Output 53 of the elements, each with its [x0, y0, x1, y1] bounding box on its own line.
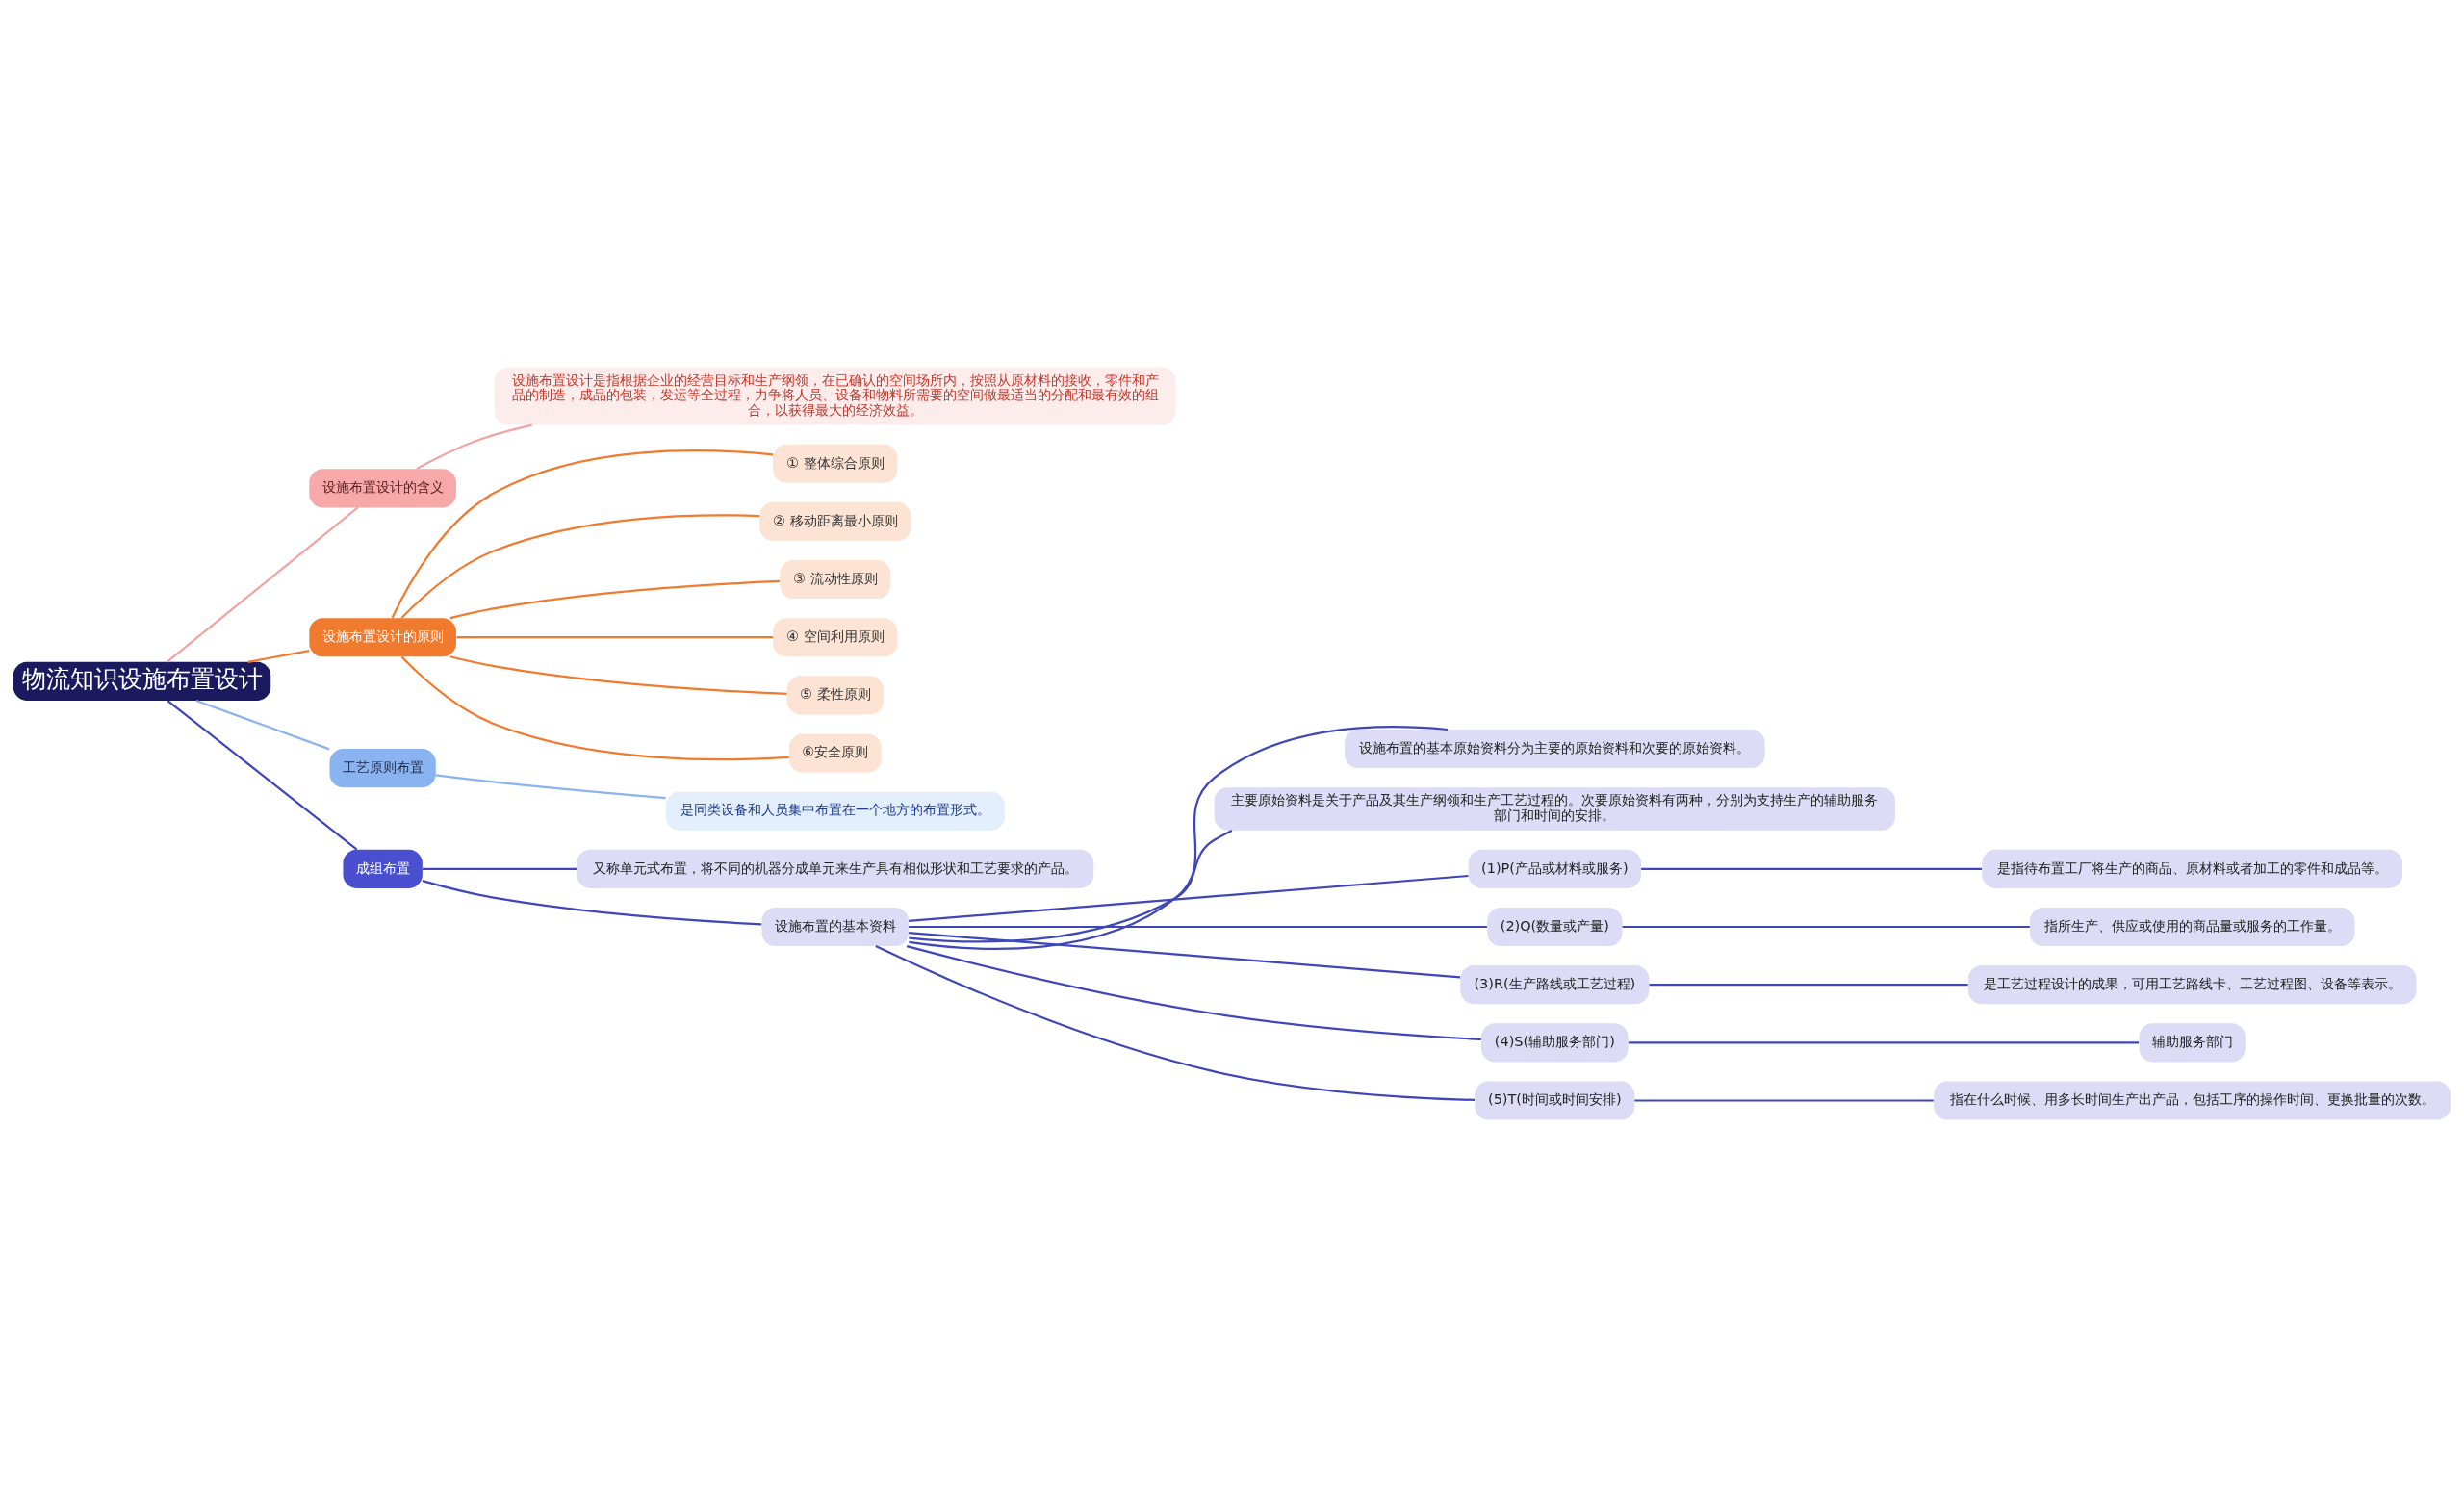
- node-box: 设施布置的基本原始资料分为主要的原始资料和次要的原始资料。: [1345, 730, 1765, 769]
- node-box: 是同类设备和人员集中布置在一个地方的布置形式。: [665, 791, 1005, 831]
- connector: [909, 829, 1233, 943]
- node-box: 物流知识设施布置设计: [13, 661, 271, 701]
- node-box: 是工艺过程设计的成果，可用工艺路线卡、工艺过程图、设备等表示。: [1967, 965, 2417, 1005]
- connector: [456, 636, 774, 639]
- connector: [909, 726, 1449, 950]
- connector: [400, 514, 760, 619]
- node-box: ② 移动距离最小原则: [759, 501, 911, 541]
- node-box: ⑥安全原则: [788, 733, 882, 773]
- node-box: ③ 流动性原则: [780, 560, 891, 600]
- connector: [909, 925, 1487, 929]
- node-box: 设施布置设计的原则: [309, 618, 456, 657]
- connector: [1628, 1041, 2140, 1044]
- node-box: 设施布置设计的含义: [309, 469, 456, 508]
- node-box: (2)Q(数量或产量): [1487, 907, 1623, 947]
- connector: [875, 945, 1476, 1102]
- node-box: 主要原始资料是关于产品及其生产纲领和生产工艺过程的。次要原始资料有两种，分别为支持生产的辅助服务部门和时间的安排。: [1214, 787, 1896, 831]
- node-box: 指所生产、供应或使用的商品量或服务的工作量。: [2029, 907, 2355, 947]
- connector: [167, 506, 359, 663]
- connector: [1634, 1099, 1934, 1102]
- node-box: 设施布置的基本资料: [761, 907, 910, 947]
- node-box: 是指待布置工厂将生产的商品、原材料或者加工的零件和成品等。: [1982, 849, 2402, 888]
- connector: [400, 655, 789, 761]
- node-box: ① 整体综合原则: [773, 444, 898, 483]
- node-box: ④ 空间利用原则: [773, 618, 898, 657]
- connector: [906, 945, 1481, 1041]
- connector: [247, 650, 310, 663]
- connector: [435, 774, 666, 800]
- connector: [416, 423, 532, 471]
- node-box: 成组布置: [343, 849, 423, 888]
- node-box: 指在什么时候、用多长时间生产出产品，包括工序的操作时间、更换批量的次数。: [1934, 1081, 2451, 1120]
- node-box: (1)P(产品或材料或服务): [1468, 849, 1641, 888]
- connector: [1641, 867, 1983, 870]
- connector: [449, 655, 787, 695]
- node-box: 又称单元式布置，将不同的机器分成单元来生产具有相似形状和工艺要求的产品。: [577, 849, 1094, 888]
- node-box: ⑤ 柔性原则: [786, 676, 884, 715]
- connector: [195, 700, 330, 751]
- connector: [391, 449, 774, 619]
- node-box: 设施布置设计是指根据企业的经营目标和生产纲领，在已确认的空间场所内，按照从原材料的接收，零件和产品的制造，成品的包装，发运等全过程，力争将人员、设备和物料所需要的空间做最适当的分配和最有效的组合，以获得最大的经济效益。: [495, 367, 1176, 425]
- node-box: 工艺原则布置: [329, 749, 436, 788]
- connector: [909, 931, 1461, 979]
- node-box: 辅助服务部门: [2139, 1023, 2246, 1063]
- connector: [909, 874, 1469, 923]
- node-box: (3)R(生产路线或工艺过程): [1460, 965, 1650, 1005]
- connector: [167, 700, 358, 851]
- connector: [449, 579, 781, 620]
- connector: [423, 867, 578, 870]
- connector: [422, 880, 762, 926]
- connector: [1649, 984, 1968, 987]
- connector: [1622, 925, 2030, 929]
- node-box: (4)S(辅助服务部门): [1481, 1023, 1629, 1063]
- node-box: (5)T(时间或时间安排): [1475, 1081, 1635, 1120]
